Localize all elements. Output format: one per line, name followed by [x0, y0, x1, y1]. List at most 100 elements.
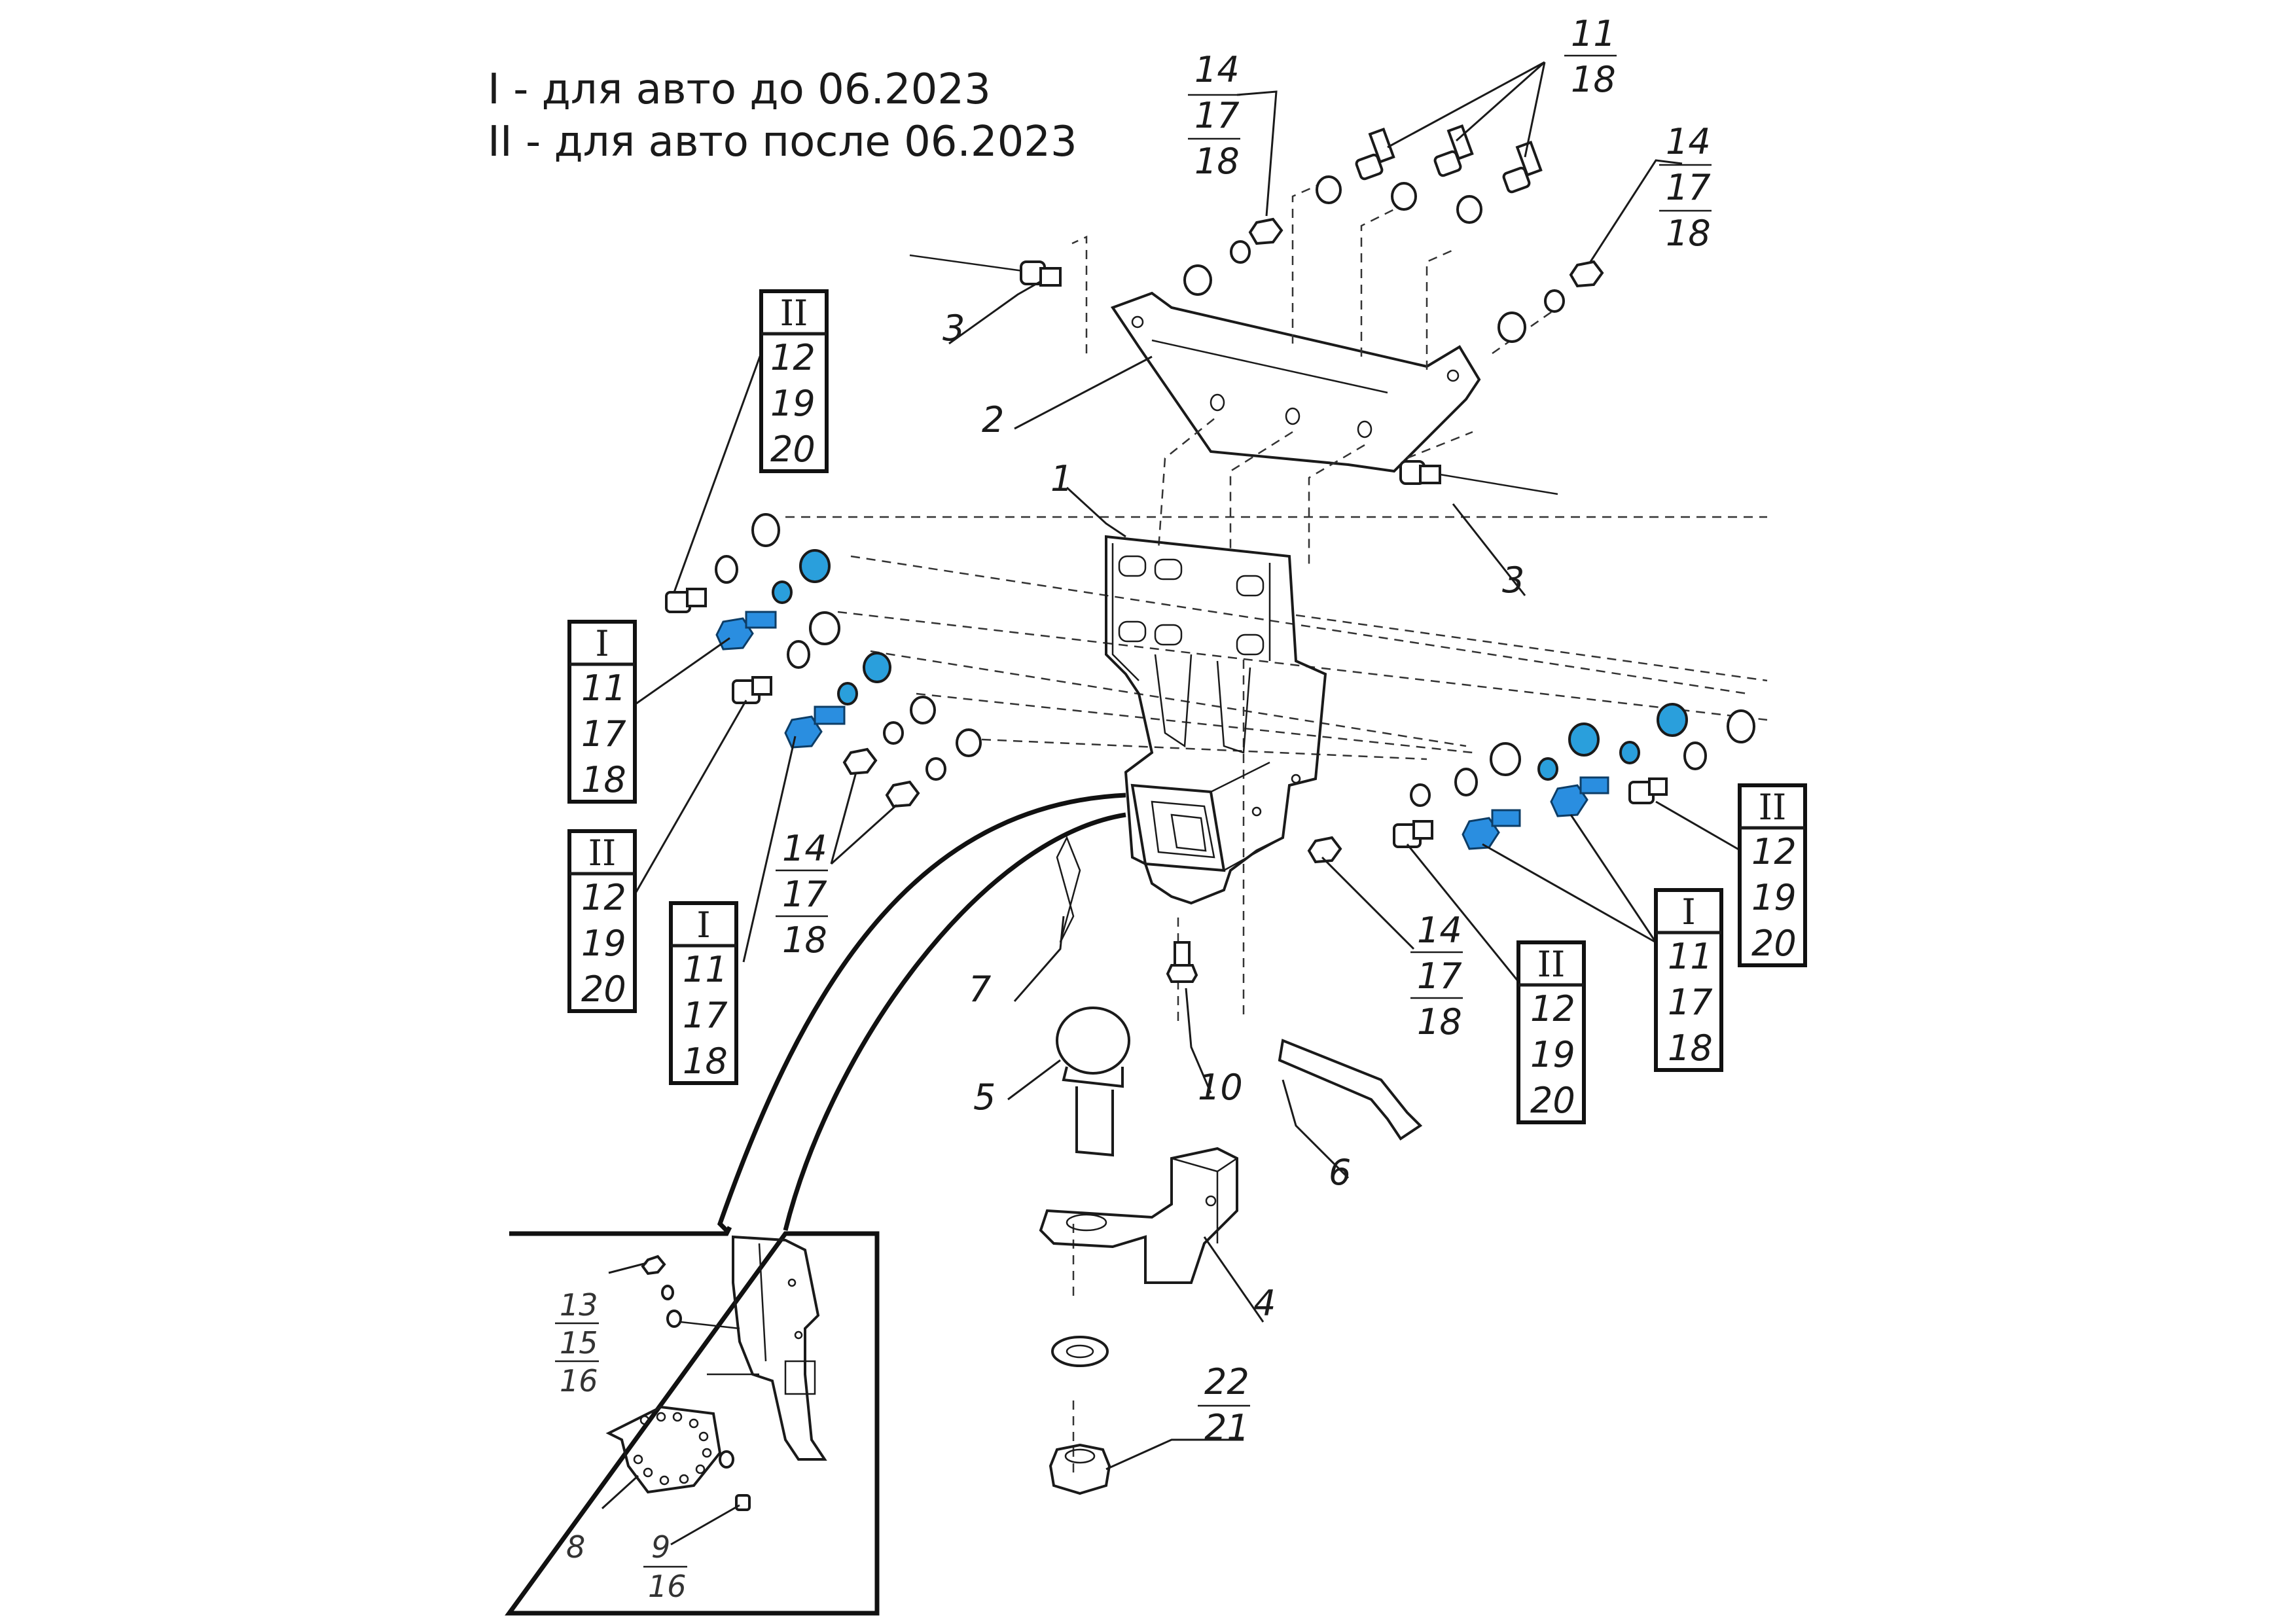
- svg-text:19: 19: [1530, 1034, 1575, 1075]
- label-stack-14-17-18-left: 14 17 18: [776, 828, 828, 961]
- svg-text:12: 12: [1530, 988, 1575, 1029]
- label-6: 6: [1329, 1152, 1351, 1193]
- label-2: 2: [982, 399, 1004, 440]
- svg-text:17: 17: [1417, 955, 1462, 997]
- svg-text:17: 17: [1194, 95, 1240, 136]
- bolt-blue-1: [715, 611, 777, 651]
- svg-text:18: 18: [1417, 1001, 1462, 1043]
- label-7: 7: [969, 969, 991, 1010]
- leader-lines: [601, 61, 1742, 1546]
- label-18-top: 18: [1571, 59, 1616, 100]
- bolt-top-2: [1433, 124, 1474, 177]
- svg-text:12: 12: [1751, 831, 1797, 872]
- wire-bolt-top: [909, 254, 1062, 287]
- cross-bracket-part: [1110, 291, 1481, 473]
- svg-text:17: 17: [1666, 167, 1711, 208]
- bolt-white-1: [665, 588, 707, 613]
- bolt-blue-3: [1550, 776, 1609, 817]
- svg-text:16: 16: [648, 1569, 687, 1604]
- bolt-white-2: [732, 676, 772, 704]
- svg-text:18: 18: [1194, 141, 1240, 182]
- svg-text:14: 14: [1666, 121, 1711, 162]
- svg-text:17: 17: [581, 713, 626, 755]
- svg-text:II: II: [1537, 944, 1566, 985]
- label-stack-22-21: 22 21: [1198, 1361, 1250, 1448]
- svg-text:21: 21: [1204, 1407, 1249, 1448]
- legend-line-1: I - для авто до 06.2023: [488, 65, 991, 114]
- bolt-top-1: [1355, 128, 1395, 181]
- label-3-top: 3: [942, 308, 965, 349]
- tow-ball-part: [1056, 1007, 1130, 1157]
- svg-text:17: 17: [683, 995, 728, 1036]
- label-5: 5: [973, 1077, 996, 1118]
- svg-text:12: 12: [770, 337, 816, 378]
- right-fasteners: [1307, 703, 1755, 864]
- svg-text:18: 18: [782, 919, 827, 961]
- part-labels: 1 2 3 3 4 5 6 7 10 11 18 14 17 18 14 17 …: [776, 13, 1712, 1448]
- svg-text:17: 17: [782, 874, 827, 915]
- label-1: 1: [1050, 458, 1073, 499]
- svg-text:17: 17: [1668, 982, 1713, 1023]
- svg-text:8: 8: [566, 1529, 585, 1565]
- bolt-blue-4: [1462, 809, 1521, 850]
- svg-text:18: 18: [1668, 1027, 1713, 1069]
- svg-text:20: 20: [770, 429, 816, 470]
- callout-box-II-2: II 12 19 20: [567, 829, 637, 1013]
- inset-labels: 13 15 16 8 9 16: [555, 1287, 687, 1604]
- svg-text:19: 19: [1751, 877, 1797, 918]
- top-fasteners: [1183, 124, 1604, 343]
- inset-connector: [717, 793, 1126, 1232]
- label-stack-14-17-18-right: 14 17 18: [1410, 910, 1463, 1043]
- detail-inset: [505, 1226, 880, 1616]
- svg-text:19: 19: [581, 923, 626, 964]
- washer-part: [1051, 1336, 1109, 1367]
- svg-text:14: 14: [1417, 910, 1462, 951]
- svg-text:13: 13: [560, 1287, 598, 1323]
- svg-text:22: 22: [1204, 1361, 1249, 1402]
- hitch-frame-part: [1105, 535, 1327, 905]
- svg-text:I: I: [696, 904, 710, 946]
- svg-text:II: II: [780, 293, 808, 334]
- svg-text:18: 18: [1666, 213, 1711, 254]
- svg-text:11: 11: [581, 668, 626, 709]
- svg-text:19: 19: [770, 383, 816, 424]
- callout-box-I-2: I 11 17 18: [669, 901, 738, 1085]
- callout-box-I-3: I 11 17 18: [1654, 888, 1723, 1072]
- svg-text:15: 15: [560, 1325, 598, 1361]
- svg-text:18: 18: [683, 1041, 728, 1082]
- bolt-top-3: [1502, 141, 1543, 194]
- svg-text:16: 16: [560, 1363, 598, 1399]
- svg-text:14: 14: [782, 828, 827, 869]
- callout-box-II-3: II 12 19 20: [1516, 940, 1586, 1124]
- callout-box-I-1: I 11 17 18: [567, 620, 637, 804]
- svg-text:20: 20: [581, 969, 626, 1010]
- bolt-white-3: [1628, 777, 1668, 804]
- svg-text:9: 9: [651, 1529, 670, 1565]
- small-bolt-part: [1166, 941, 1198, 983]
- left-fasteners: [665, 513, 982, 808]
- callout-box-II-4: II 12 19 20: [1738, 783, 1807, 967]
- label-3-bottom: 3: [1502, 560, 1524, 601]
- callout-box-II-1: II 12 19 20: [759, 289, 829, 473]
- label-4: 4: [1253, 1283, 1276, 1324]
- svg-text:I: I: [595, 623, 609, 664]
- svg-text:II: II: [1759, 787, 1787, 828]
- legend-line-2: II - для авто после 06.2023: [488, 118, 1077, 166]
- svg-text:20: 20: [1751, 923, 1797, 964]
- svg-text:18: 18: [581, 759, 626, 800]
- wire-bolt-bottom: [1399, 460, 1558, 495]
- svg-text:20: 20: [1530, 1080, 1575, 1121]
- svg-text:14: 14: [1194, 49, 1240, 90]
- svg-text:I: I: [1681, 891, 1695, 933]
- locking-pin-part: [1278, 1039, 1423, 1141]
- bolt-white-4: [1393, 820, 1433, 848]
- nut-part: [1049, 1443, 1111, 1495]
- label-10: 10: [1198, 1067, 1243, 1108]
- svg-text:11: 11: [683, 949, 728, 990]
- svg-text:12: 12: [581, 877, 626, 918]
- ball-mount-part: [1039, 1147, 1238, 1284]
- svg-text:II: II: [588, 832, 617, 874]
- label-stack-14-17-18-top-right: 14 17 18: [1659, 121, 1712, 254]
- spring-clip-part: [1056, 835, 1081, 943]
